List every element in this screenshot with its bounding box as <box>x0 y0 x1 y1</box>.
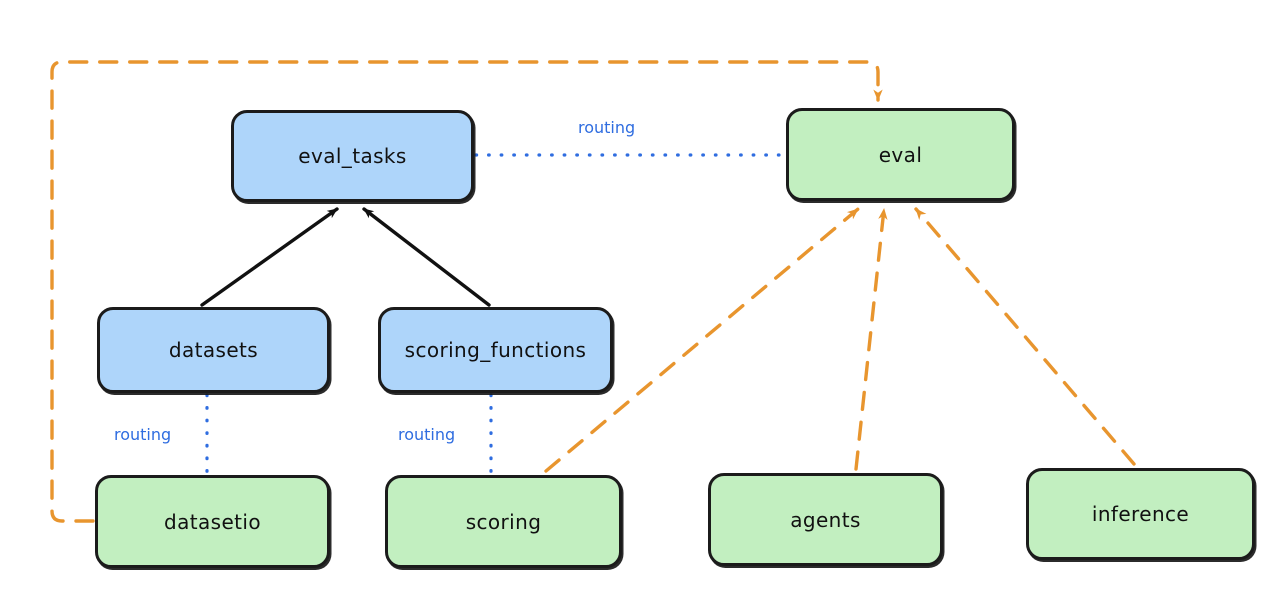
node-label-agents: agents <box>790 507 861 532</box>
node-eval-tasks[interactable]: eval_tasks <box>231 110 474 202</box>
node-label-scoring-functions: scoring_functions <box>404 338 587 362</box>
node-eval[interactable]: eval <box>786 108 1015 201</box>
node-label-scoring: scoring <box>465 509 542 534</box>
node-datasetio[interactable]: datasetio <box>95 475 330 568</box>
node-scoring-functions[interactable]: scoring_functions <box>378 307 613 393</box>
edge-datasets-to-eval-tasks <box>200 207 339 307</box>
node-datasets[interactable]: datasets <box>97 307 330 393</box>
node-label-inference: inference <box>1091 502 1190 526</box>
edge-inference-to-eval <box>914 207 1136 466</box>
node-inference[interactable]: inference <box>1026 468 1255 560</box>
node-agents[interactable]: agents <box>708 473 943 566</box>
edge-label-routing-eval: routing <box>578 118 636 137</box>
edge-datasetio-to-eval <box>50 60 883 523</box>
node-label-datasets: datasets <box>168 338 259 362</box>
node-label-eval: eval <box>878 142 923 167</box>
node-scoring[interactable]: scoring <box>385 475 622 568</box>
edge-label-routing-datasets: routing <box>114 425 172 444</box>
node-label-datasetio: datasetio <box>163 509 261 534</box>
edge-scoring-to-eval <box>544 207 860 473</box>
edge-agents-to-eval <box>854 207 888 471</box>
edge-label-routing-scoring-functions: routing <box>398 425 456 444</box>
node-label-eval-tasks: eval_tasks <box>298 144 407 168</box>
edge-scoring-functions-to-eval-tasks <box>362 207 491 307</box>
